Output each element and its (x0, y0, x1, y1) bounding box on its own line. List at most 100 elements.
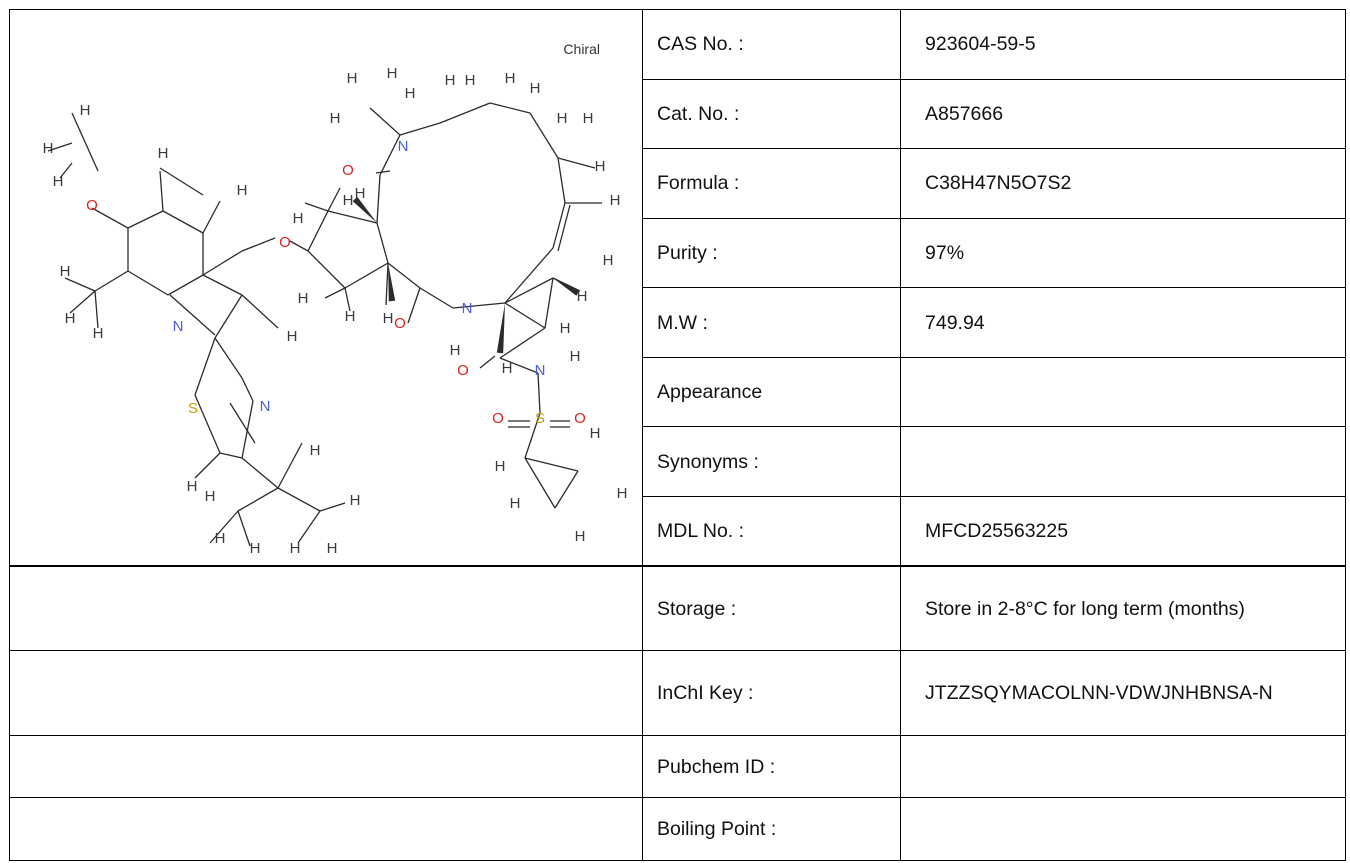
bond-line (297, 510, 321, 543)
bond-line (277, 442, 303, 488)
atom-label: H (502, 360, 513, 377)
bond-line (557, 156, 596, 169)
bond-line (504, 302, 546, 329)
atom-label: H (237, 182, 248, 199)
atom-label: H (293, 210, 304, 227)
atom-label: O (574, 410, 586, 427)
wedge-bond (388, 262, 396, 301)
boiling-label: Boiling Point : (642, 797, 901, 861)
bond-line (94, 270, 129, 292)
atom-label: H (560, 320, 571, 337)
bond-line (419, 287, 454, 309)
bond-line (407, 287, 421, 323)
atom-label: H (505, 70, 516, 87)
atom-label: N (260, 398, 271, 415)
cas-value: 923604-59-5 (900, 9, 1346, 80)
atom-label: H (387, 65, 398, 82)
row-formula: Formula : C38H47N5O7S2 (10, 148, 1346, 219)
atom-label: H (327, 540, 338, 553)
atom-label: O (86, 197, 98, 214)
bond-line (209, 510, 239, 543)
atom-label: H (590, 425, 601, 442)
wedge-bond (352, 196, 377, 223)
atom-label: O (492, 410, 504, 427)
bond-line (499, 356, 539, 374)
bond-line (524, 412, 541, 458)
bond-line (304, 201, 329, 212)
pubchem-label: Pubchem ID : (642, 735, 901, 799)
bond-line (327, 209, 378, 224)
atom-label: H (575, 528, 586, 545)
atom-label: H (557, 110, 568, 127)
atom-label: H (60, 263, 71, 280)
bond-line (369, 107, 401, 136)
bond-line (529, 112, 559, 158)
atom-label: H (383, 310, 394, 327)
bond-line (544, 277, 554, 328)
atom-label: H (290, 540, 301, 553)
bond-line (162, 209, 204, 234)
atom-label: H (158, 145, 169, 162)
bond-line (452, 301, 506, 309)
bond-line (289, 239, 309, 252)
bond-line (241, 236, 276, 252)
atom-label: H (287, 328, 298, 345)
atom-label: H (530, 80, 541, 97)
cas-label: CAS No. : (642, 9, 901, 80)
atom-label: N (173, 318, 184, 335)
atom-label: H (53, 173, 64, 190)
bond-line (307, 250, 346, 289)
storage-label: Storage : (642, 565, 901, 652)
formula-label: Formula : (642, 148, 901, 219)
bond-line (47, 141, 73, 152)
bond-line (127, 270, 169, 296)
atom-label: H (495, 458, 506, 475)
bond-line (159, 170, 164, 211)
mdl-label: MDL No. : (642, 496, 901, 568)
row-mw: M.W : 749.94 (10, 287, 1346, 358)
cat-label: Cat. No. : (642, 78, 901, 150)
bond-line (169, 294, 216, 336)
atom-label: S (188, 400, 198, 417)
bond-line (504, 276, 554, 304)
synonyms-value (900, 426, 1346, 498)
atom-label: N (535, 362, 546, 379)
synonyms-label: Synonyms : (642, 426, 901, 498)
boiling-value (900, 797, 1346, 861)
atom-label: H (330, 110, 341, 127)
bond-line (552, 202, 566, 248)
mw-value: 749.94 (900, 287, 1346, 358)
row-inchi: InChI Key : JTZZSQYMACOLNN-VDWJNHBNSA-N (9, 650, 1346, 737)
bond-line (127, 209, 164, 229)
bond-line (376, 174, 381, 223)
atom-label: H (595, 158, 606, 175)
bond-line (241, 294, 279, 329)
purity-label: Purity : (642, 217, 901, 289)
bond-line (375, 169, 391, 174)
bond-line (64, 276, 96, 292)
pubchem-value (900, 735, 1346, 799)
atom-label: H (80, 102, 91, 119)
bond-line (219, 451, 243, 459)
row-mdl: MDL No. : MFCD25563225 (10, 496, 1346, 568)
row-boiling: Boiling Point : (9, 797, 1346, 861)
bond-line (194, 394, 221, 453)
atom-label: H (610, 192, 621, 209)
mdl-value: MFCD25563225 (900, 496, 1346, 568)
structure-bonds (47, 101, 602, 546)
row-appearance: Appearance (10, 356, 1346, 428)
bond-line (214, 337, 243, 378)
atom-label: H (347, 70, 358, 87)
atom-label: O (394, 315, 406, 332)
bond-line (479, 355, 496, 369)
atom-label: H (355, 185, 366, 202)
bond-line (194, 452, 221, 479)
appearance-label: Appearance (642, 356, 901, 428)
formula-value: C38H47N5O7S2 (900, 148, 1346, 219)
bond-line (277, 486, 321, 512)
atom-label: H (215, 530, 226, 547)
chiral-label: Chiral (563, 41, 600, 57)
